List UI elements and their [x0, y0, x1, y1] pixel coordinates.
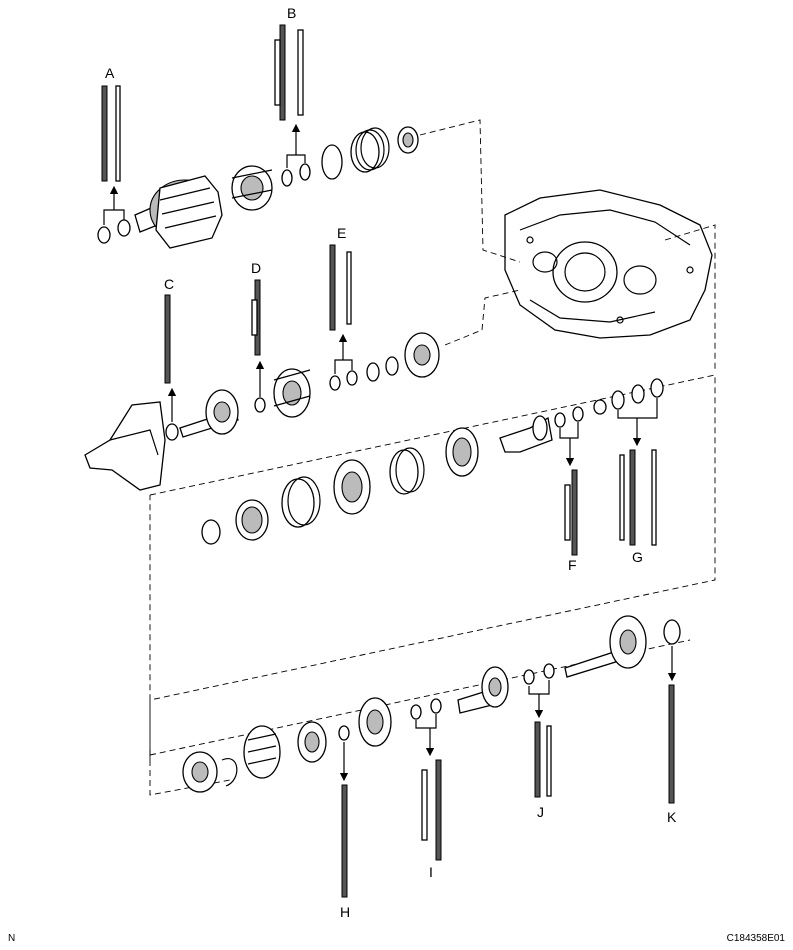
- corner-letter: N: [8, 933, 15, 944]
- label-a: A: [105, 65, 115, 81]
- label-f: F: [568, 557, 577, 573]
- label-i: I: [429, 864, 433, 880]
- label-g: G: [632, 549, 643, 565]
- middle-shaft-assembly: [84, 332, 440, 491]
- leader-arrows: [103, 123, 677, 782]
- label-h: H: [340, 904, 350, 920]
- label-c: C: [164, 276, 174, 292]
- label-e: E: [337, 225, 346, 241]
- lower-assembly: [182, 615, 681, 793]
- label-b: B: [287, 5, 296, 21]
- label-k: K: [667, 809, 677, 825]
- transaxle-case: [504, 189, 713, 339]
- label-d: D: [251, 260, 261, 276]
- label-j: J: [537, 804, 544, 820]
- figure-code: C184358E01: [727, 933, 786, 944]
- shim-strips: [101, 24, 675, 898]
- upper-shaft-assembly: [97, 126, 419, 249]
- middle-box-assembly: [201, 378, 664, 545]
